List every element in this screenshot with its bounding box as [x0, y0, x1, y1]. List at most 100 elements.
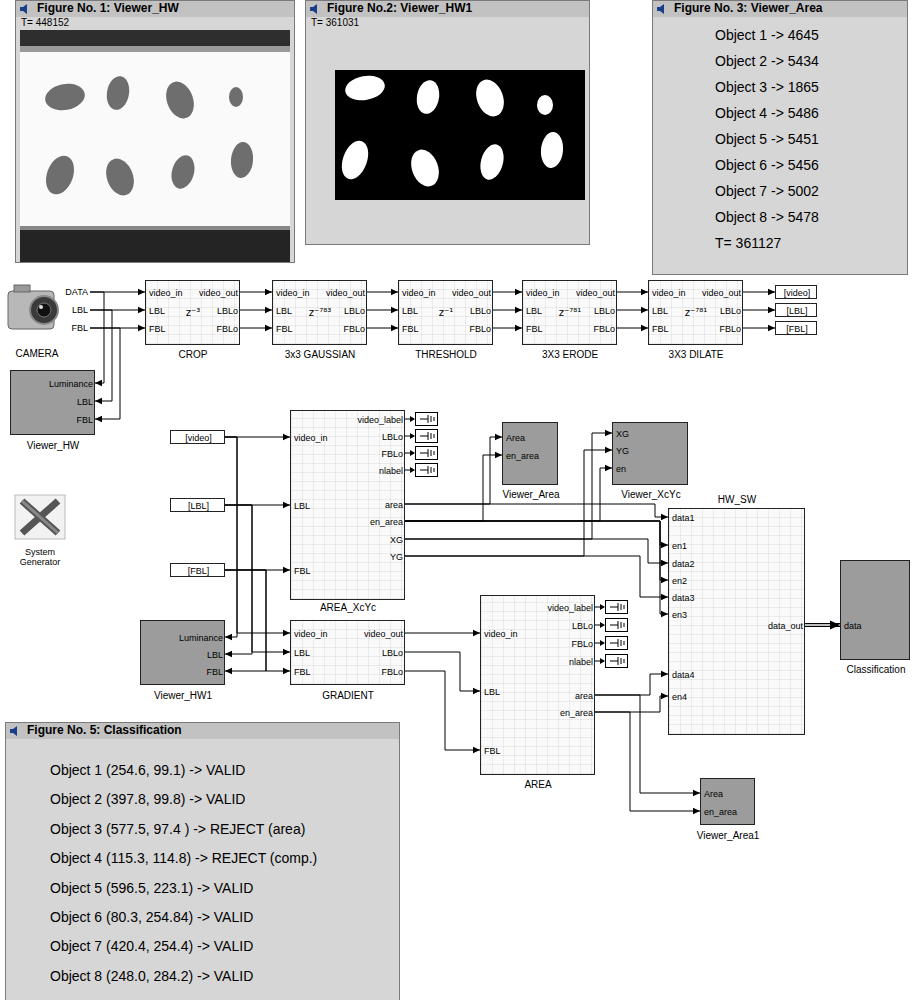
- port-label: video_out: [199, 288, 238, 298]
- port-label: LBLo: [470, 306, 491, 316]
- figure-window-frame: [306, 1, 590, 245]
- tag-label: [LBL]: [188, 501, 209, 511]
- signal-wire: [493, 289, 522, 295]
- terminator: [595, 601, 628, 668]
- port-label: video_out: [702, 288, 741, 298]
- signal-wire: [405, 652, 480, 694]
- result-line: Object 3 -> 1865: [715, 79, 819, 95]
- port-label: video_in: [149, 288, 183, 298]
- xilinx-block: video_inLBLFBLvideo_outLBLoFBLoz⁻³CROP: [145, 280, 240, 345]
- viewer-block: LuminanceLBLFBLViewer_HW1: [140, 620, 225, 685]
- result-line: Object 5 (596.5, 223.1) -> VALID: [50, 880, 253, 896]
- block-name: HW_SW: [718, 494, 756, 506]
- port-label: FBLo: [381, 667, 403, 677]
- port-label: DATA: [65, 287, 88, 297]
- delay-label: z⁻⁷⁸¹: [685, 307, 708, 319]
- port-label: LBL: [294, 648, 310, 658]
- signal-wire: [405, 504, 668, 520]
- port-label: FBL: [294, 667, 311, 677]
- port-label: LBL: [276, 306, 292, 316]
- block-name: 3X3 DILATE: [669, 349, 724, 361]
- block-name: 3x3 GAUSSIAN: [285, 349, 356, 361]
- result-line: Object 8 -> 5478: [715, 209, 819, 225]
- result-line: Object 4 -> 5486: [715, 105, 819, 121]
- window-title: Figure No. 5: Classification: [27, 724, 182, 738]
- signal-wire: [405, 556, 668, 600]
- xilinx-block: video_inLBLFBLvideo_outLBLoFBLoz⁻¹THRESH…: [398, 280, 493, 345]
- viewer-block: Areaen_areaViewer_Area1: [700, 778, 755, 825]
- port-label: YG: [616, 446, 629, 456]
- signal-wire: [405, 521, 668, 548]
- port-label: FBL: [206, 667, 223, 677]
- port-label: data1: [672, 513, 695, 523]
- port-label: LBL: [652, 306, 668, 316]
- signal-wire: [743, 307, 775, 313]
- camera-illustration: [8, 285, 58, 329]
- block-name: System Generator: [15, 547, 65, 568]
- delay-label: z⁻³: [186, 307, 201, 319]
- signal-wire: [225, 437, 237, 640]
- window-title: Figure No. 3: Viewer_Area: [674, 2, 823, 16]
- port-label: LBL: [77, 397, 93, 407]
- goto-tag: [FBL]: [775, 321, 817, 335]
- port-label: LBL: [149, 306, 165, 316]
- port-label: FBL: [526, 324, 543, 334]
- signal-wire: [405, 452, 502, 521]
- port-label: data3: [672, 593, 695, 603]
- from-tag: [LBL]: [170, 498, 225, 512]
- block-name: THRESHOLD: [415, 349, 477, 361]
- port-label: data: [844, 621, 862, 631]
- signal-wire: [240, 307, 272, 313]
- signal-wire: [617, 325, 648, 331]
- port-label: FBL: [71, 323, 88, 333]
- result-line: Object 6 -> 5456: [715, 157, 819, 173]
- result-line: Object 7 (420.4, 254.4) -> VALID: [50, 938, 253, 954]
- figure-window: Figure No. 5: ClassificationObject 1 (25…: [5, 722, 400, 1000]
- port-label: video_in: [294, 629, 328, 639]
- port-label: video_in: [526, 288, 560, 298]
- port-label: LBLo: [594, 306, 615, 316]
- figure-window: Figure No.2: Viewer_HW1T= 361031: [305, 0, 590, 245]
- status-text: T= 361031: [311, 17, 359, 29]
- signal-wire: [367, 307, 398, 313]
- port-label: FBLo: [381, 449, 403, 459]
- port-label: data2: [672, 559, 695, 569]
- result-line: Object 1 (254.6, 99.1) -> VALID: [50, 762, 245, 778]
- signal-wire: [405, 671, 480, 753]
- bus-wire: [805, 621, 840, 630]
- port-label: FBLo: [571, 639, 593, 649]
- result-line: Object 7 -> 5002: [715, 183, 819, 199]
- port-label: nlabel: [569, 657, 593, 667]
- block-name: GRADIENT: [322, 690, 374, 702]
- port-label: en: [616, 464, 626, 474]
- port-label: video_in: [652, 288, 686, 298]
- port-label: LBLo: [572, 621, 593, 631]
- xilinx-block: HW_SWdata1en1data2en2data3en3data4en4dat…: [668, 508, 805, 735]
- signal-wire: [225, 505, 252, 657]
- port-label: YG: [390, 552, 403, 562]
- block-name: Viewer_XcYc: [621, 489, 680, 501]
- port-label: FBL: [276, 324, 293, 334]
- port-label: Area: [506, 433, 525, 443]
- port-label: area: [575, 691, 593, 701]
- result-line: Object 4 (115.3, 114.8) -> REJECT (comp.…: [50, 850, 317, 866]
- port-label: LBL: [484, 687, 500, 697]
- port-label: area: [385, 500, 403, 510]
- from-tag: [FBL]: [170, 563, 225, 577]
- signal-wire: [225, 505, 290, 655]
- xilinx-block: video_inLBLFBLvideo_labelLBLoFBLonlabela…: [290, 410, 405, 600]
- result-line: Object 8 (248.0, 284.2) -> VALID: [50, 968, 253, 984]
- port-label: Luminance: [179, 633, 223, 643]
- port-label: LBLo: [217, 306, 238, 316]
- figure-window-frame: [6, 723, 400, 1000]
- signal-wire: [225, 570, 290, 674]
- port-label: en4: [672, 692, 687, 702]
- signal-wire: [367, 325, 398, 331]
- result-line: Object 5 -> 5451: [715, 131, 819, 147]
- port-label: LBLo: [720, 306, 741, 316]
- port-label: FBLo: [469, 324, 491, 334]
- port-label: nlabel: [379, 466, 403, 476]
- port-label: en_area: [506, 451, 539, 461]
- port-label: LBL: [402, 306, 418, 316]
- signal-wire: [225, 437, 290, 636]
